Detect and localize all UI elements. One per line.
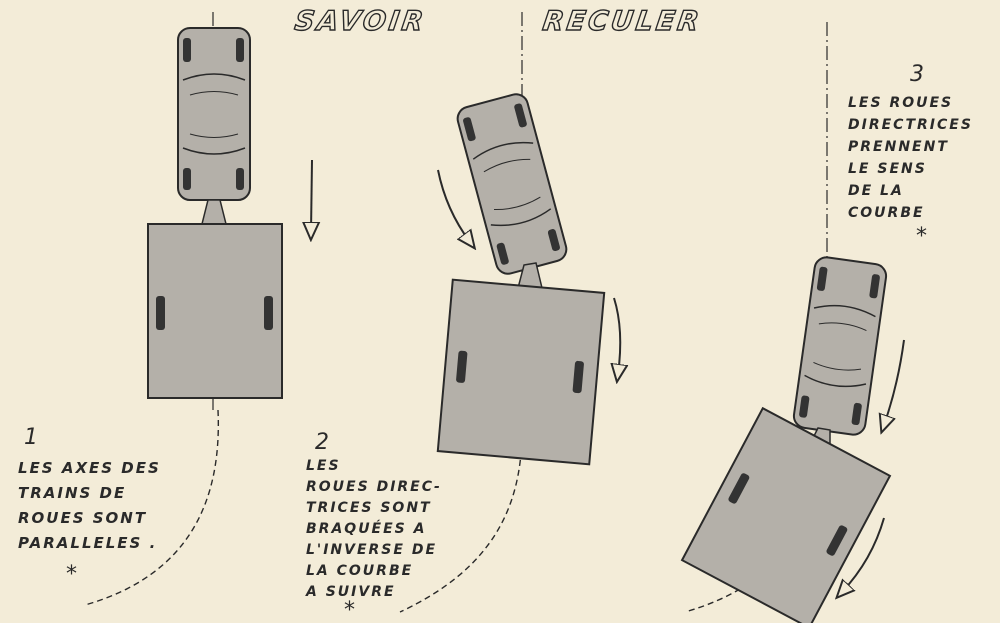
- trajectory-curve-2: [399, 300, 523, 613]
- trajectory-curve-1: [84, 409, 220, 606]
- step-3-number: 3: [910, 62, 924, 87]
- step-3-line: LE SENS: [848, 161, 927, 177]
- step-1-line: ROUES SONT: [18, 509, 148, 527]
- step-2-line: LA COURBE: [306, 563, 414, 579]
- scene-3: [680, 22, 905, 623]
- arrow-trailer-2: [614, 297, 620, 374]
- arrow-down-1: [311, 159, 312, 232]
- title-word-1: SAVOIR: [292, 5, 428, 37]
- step-3-line: LES ROUES: [848, 95, 954, 111]
- step-3-line: DE LA: [848, 183, 904, 199]
- step-3-line: PRENNENT: [848, 139, 949, 155]
- step-3-line: COURBE: [848, 205, 925, 221]
- car-2: [456, 93, 568, 275]
- hitch-1: [201, 199, 227, 225]
- step-1-line: TRAINS DE: [18, 484, 127, 502]
- step-2-line: ROUES DIREC-: [306, 479, 442, 495]
- arrow-trailer-3: [842, 517, 885, 592]
- step-2-line: BRAQUÉES A: [306, 521, 427, 537]
- arrow-car-3: [884, 339, 905, 425]
- trailer-2: [436, 278, 606, 466]
- arrow-car-2: [437, 169, 470, 242]
- trailer-3: [680, 406, 892, 623]
- step-1-line: LES AXES DES: [18, 459, 161, 477]
- title-word-2: RECULER: [540, 5, 704, 37]
- step-3-caption: LES ROUES DIRECTRICES PRENNENT LE SENS D…: [848, 92, 973, 224]
- step-2-line: LES: [306, 458, 341, 474]
- step-3-star: *: [916, 224, 927, 249]
- scene-1: [84, 12, 312, 606]
- step-1-caption: LES AXES DES TRAINS DE ROUES SONT PARALL…: [18, 456, 161, 556]
- trajectory-curve-3: [684, 260, 828, 613]
- car-3: [792, 256, 888, 436]
- step-1-star: *: [66, 562, 77, 587]
- step-2-caption: LES ROUES DIREC- TRICES SONT BRAQUÉES A …: [306, 456, 442, 603]
- step-2-line: L'INVERSE DE: [306, 542, 438, 558]
- step-2-line: TRICES SONT: [306, 500, 432, 516]
- trailer-1: [147, 223, 283, 399]
- step-1-line: PARALLELES .: [18, 534, 158, 552]
- step-2-star: *: [344, 598, 355, 623]
- step-2-line: A SUIVRE: [306, 584, 396, 600]
- car-1: [177, 27, 251, 201]
- step-2-number: 2: [315, 430, 329, 455]
- scene-2: [399, 12, 620, 613]
- step-3-line: DIRECTRICES: [848, 117, 973, 133]
- step-1-number: 1: [24, 425, 38, 450]
